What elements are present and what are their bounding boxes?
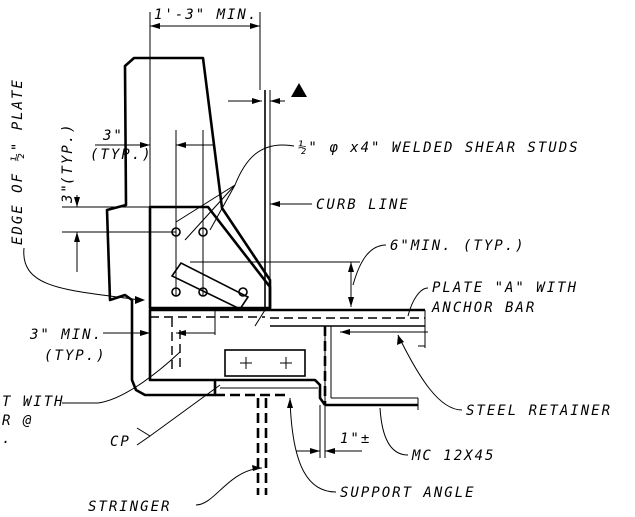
mc-label: MC 12X45 <box>411 448 495 464</box>
triangle-up-icon <box>291 83 307 97</box>
plate-a-label-2: ANCHOR BAR <box>431 300 536 316</box>
studs-label: ½" φ x4" WELDED SHEAR STUDS <box>298 140 580 156</box>
three-min-value: 3" MIN. <box>29 327 103 343</box>
cut-left-3: . <box>2 431 12 447</box>
plate-a-label-1: PLATE "A" WITH <box>432 280 578 296</box>
three-typ-left-note: (TYP.) <box>60 122 76 185</box>
cp-label: CP <box>110 434 131 450</box>
three-typ-upper-note: (TYP.) <box>90 147 153 163</box>
one-inch-label: 1"± <box>340 431 371 447</box>
stringer-top-flange <box>224 349 306 377</box>
three-min-note: (TYP.) <box>44 348 107 364</box>
cp-marker <box>136 384 221 446</box>
cut-left-2: R @ <box>2 413 33 429</box>
support-angle <box>215 378 327 406</box>
curb-outline <box>105 56 272 397</box>
stringer-label: STRINGER <box>88 499 171 515</box>
edge-plate-leader <box>23 247 141 301</box>
support-angle-label: SUPPORT ANGLE <box>340 485 476 501</box>
steel-retainer-label: STEEL RETAINER <box>466 403 612 419</box>
curb-line-label: CURB LINE <box>316 197 410 213</box>
anchor-bar <box>170 261 250 311</box>
dim-top-label: 1'-3" MIN. <box>154 7 258 23</box>
three-typ-upper-value: 3" <box>102 128 124 144</box>
shear-stud <box>238 287 248 297</box>
six-min-label: 6"MIN. (TYP.) <box>390 238 526 254</box>
embedded-plate <box>148 205 272 310</box>
edge-plate-label: EDGE OF ½" PLATE <box>10 78 26 245</box>
cut-left-1: T WITH <box>2 394 65 410</box>
three-typ-left-value: 3" <box>60 182 76 204</box>
